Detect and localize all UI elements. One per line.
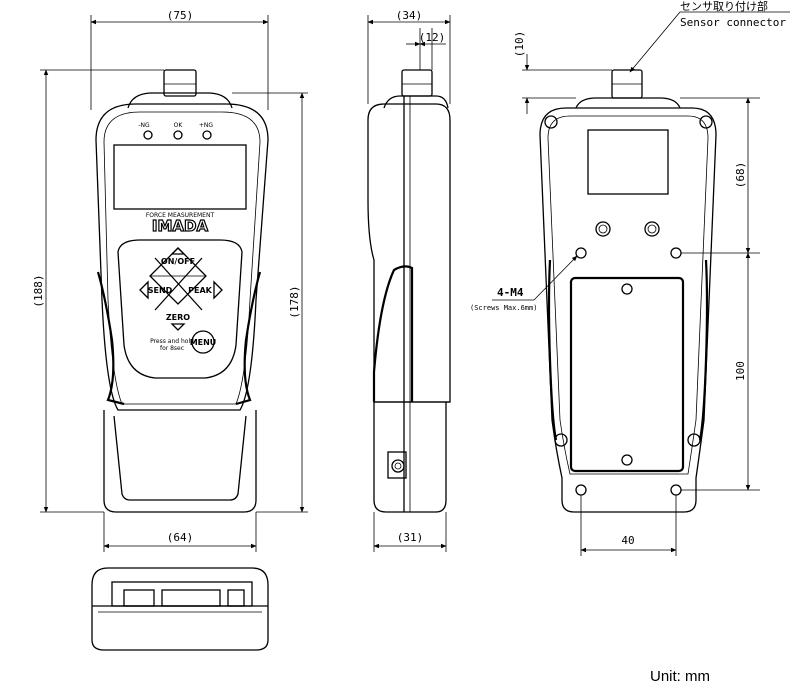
led-ng-plus-icon <box>202 130 212 140</box>
dim-back-hole-vertical: 100 <box>734 361 747 381</box>
menu-button: MENU <box>190 338 217 347</box>
m4-hole-icon <box>575 484 587 496</box>
menu-note-1: Press and hold <box>150 338 194 345</box>
dim-front-body-height: (178) <box>288 285 301 318</box>
m4-hole-icon <box>670 484 682 496</box>
front-body-outline <box>95 103 269 411</box>
back-corner-screw-icon <box>699 115 713 129</box>
menu-note-2: for 8sec <box>160 345 184 352</box>
dim-back-connector-height: (10) <box>513 31 526 58</box>
led-label-ng-minus: -NG <box>138 122 150 129</box>
side-mount-bracket <box>387 451 407 479</box>
side-sensor-connector <box>401 69 433 97</box>
sensor-connector-label-en: Sensor connector <box>680 16 786 29</box>
led-label-ng-plus: +NG <box>199 122 214 129</box>
back-round-hole-icon <box>595 221 611 237</box>
brand-subtitle: FORCE MEASUREMENT <box>146 212 215 219</box>
front-view: -NG OK +NG FORCE MEASUREMENT IMADA ON/OF… <box>95 69 269 513</box>
side-body-outline <box>367 103 451 403</box>
unit-label: Unit: mm <box>650 668 710 685</box>
dim-side-depth: (34) <box>396 9 423 22</box>
led-ng-minus-icon <box>143 130 153 140</box>
onoff-button: ON/OFF <box>161 257 195 266</box>
bottom-port-center <box>161 589 221 607</box>
dim-side-bottom-depth: (31) <box>397 531 424 544</box>
battery-cover-screw-icon <box>621 454 633 466</box>
back-label-window <box>587 129 669 195</box>
keypad: ON/OFF SEND PEAK ZERO MENU Press and hol… <box>139 247 223 354</box>
battery-cover-screw-icon <box>621 283 633 295</box>
side-dimensions: (34) (12) (31) <box>367 9 451 552</box>
screws-note: (Screws Max.6mm) <box>470 304 537 312</box>
bottom-port-right <box>227 589 245 607</box>
menu-button-ring <box>191 330 215 354</box>
front-sensor-connector <box>163 69 197 97</box>
battery-cover <box>569 276 685 473</box>
dim-side-connector: (12) <box>419 31 446 44</box>
dim-back-hole-horizontal: 40 <box>621 534 634 547</box>
sensor-connector-label-jp: センサ取り付け部 <box>680 0 768 13</box>
zero-button: ZERO <box>166 313 190 322</box>
side-view <box>367 69 451 513</box>
side-screw-icon <box>391 459 405 473</box>
front-dimensions: (75) (188) (178) (64) <box>32 9 308 552</box>
led-ok-icon <box>173 130 183 140</box>
m4-hole-icon <box>575 247 587 259</box>
back-body-outline <box>539 107 717 513</box>
bottom-port-left <box>123 589 155 607</box>
dim-front-height: (188) <box>32 274 45 307</box>
back-corner-screw-icon <box>554 433 568 447</box>
bottom-recess <box>111 581 253 607</box>
dim-back-upper-height: (68) <box>734 162 747 189</box>
back-dimensions: (10) (68) 100 40 <box>513 31 760 556</box>
bottom-view <box>91 567 269 651</box>
send-button: SEND <box>148 286 173 295</box>
dim-front-bottom-width: (64) <box>167 531 194 544</box>
callouts: センサ取り付け部 Sensor connector 4-M4 (Screws M… <box>470 0 790 312</box>
peak-button: PEAK <box>188 286 213 295</box>
display-screen <box>113 144 247 210</box>
back-round-hole-icon <box>644 221 660 237</box>
m4-hole-icon <box>670 247 682 259</box>
back-corner-screw-icon <box>544 115 558 129</box>
back-view <box>539 69 717 513</box>
brand-logo: IMADA <box>152 217 209 235</box>
screws-label: 4-M4 <box>497 286 524 299</box>
dim-front-width: (75) <box>167 9 194 22</box>
key-diamond-top <box>149 247 207 305</box>
bottom-body-outline <box>91 567 269 651</box>
led-label-ok: OK <box>174 122 184 129</box>
